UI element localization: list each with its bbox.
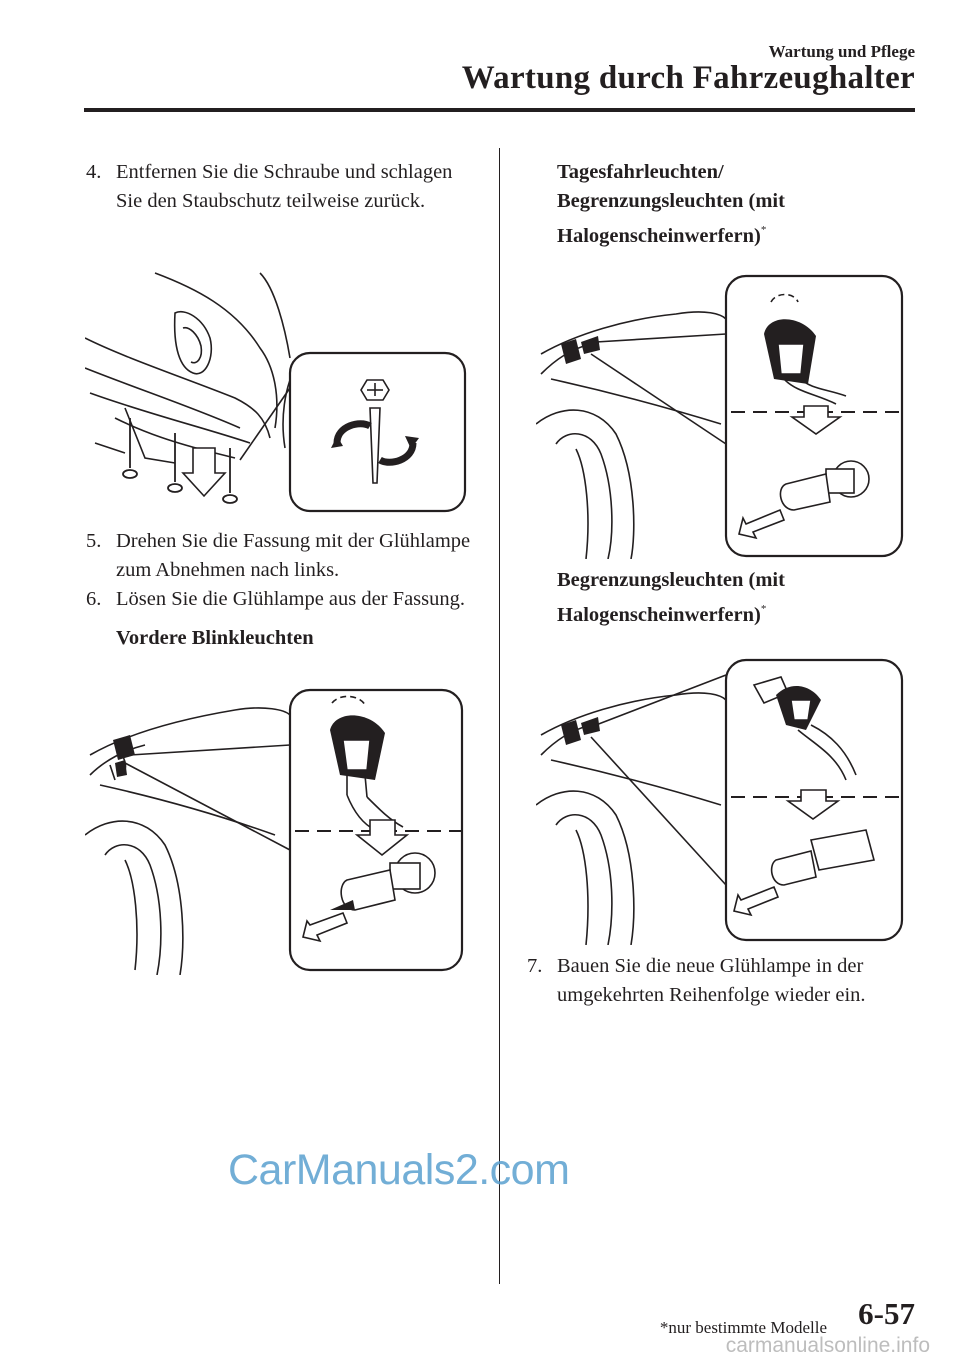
- step-6: 6. Lösen Sie die Glühlampe aus der Fassu…: [86, 585, 471, 614]
- step-number: 7.: [527, 955, 543, 977]
- position-lamp-illustration: [536, 658, 904, 945]
- step-5: 5. Drehen Sie die Fassung mit der Glühla…: [86, 527, 471, 585]
- asterisk-marker: *: [760, 224, 767, 236]
- subhead-drl-line2: Begrenzungsleuchten (mit: [557, 190, 785, 212]
- footer-site-link[interactable]: carmanualsonline.info: [725, 1334, 930, 1357]
- step-text: Entfernen Sie die Schraube und schlagen …: [116, 161, 453, 212]
- subhead-drl-line3: Halogenscheinwerfern)*: [557, 224, 767, 247]
- bumper-screw-illustration: [85, 272, 467, 513]
- watermark-text: CarManuals2.com: [228, 1146, 570, 1194]
- column-divider: [499, 148, 500, 1284]
- subhead-front-turn-signals: Vordere Blinkleuchten: [116, 627, 314, 649]
- step-text: Bauen Sie die neue Glühlampe in der umge…: [557, 955, 866, 1006]
- step-number: 4.: [86, 161, 102, 183]
- front-turn-signal-illustration: [85, 688, 464, 975]
- step-text: Drehen Sie die Fassung mit der Glühlampe…: [116, 530, 471, 581]
- subhead-pos-line1: Begrenzungsleuchten (mit: [557, 569, 785, 591]
- page-number: 6-57: [858, 1296, 915, 1331]
- daytime-running-light-illustration: [536, 274, 904, 559]
- section-title: Wartung durch Fahrzeughalter: [461, 60, 915, 96]
- step-text: Lösen Sie die Glühlampe aus der Fassung.: [116, 588, 466, 610]
- chapter-title: Wartung und Pflege: [768, 42, 915, 61]
- subhead-drl-line1: Tagesfahrleuchten/: [557, 161, 724, 183]
- header-rule: [84, 108, 915, 112]
- step-number: 6.: [86, 588, 102, 610]
- step-7: 7. Bauen Sie die neue Glühlampe in der u…: [527, 952, 912, 1010]
- step-number: 5.: [86, 530, 102, 552]
- step-4: 4. Entfernen Sie die Schraube und schlag…: [86, 158, 471, 216]
- asterisk-marker: *: [760, 603, 767, 615]
- subhead-pos-line2: Halogenscheinwerfern)*: [557, 603, 767, 626]
- footnote: *nur bestimmte Modelle: [659, 1318, 827, 1337]
